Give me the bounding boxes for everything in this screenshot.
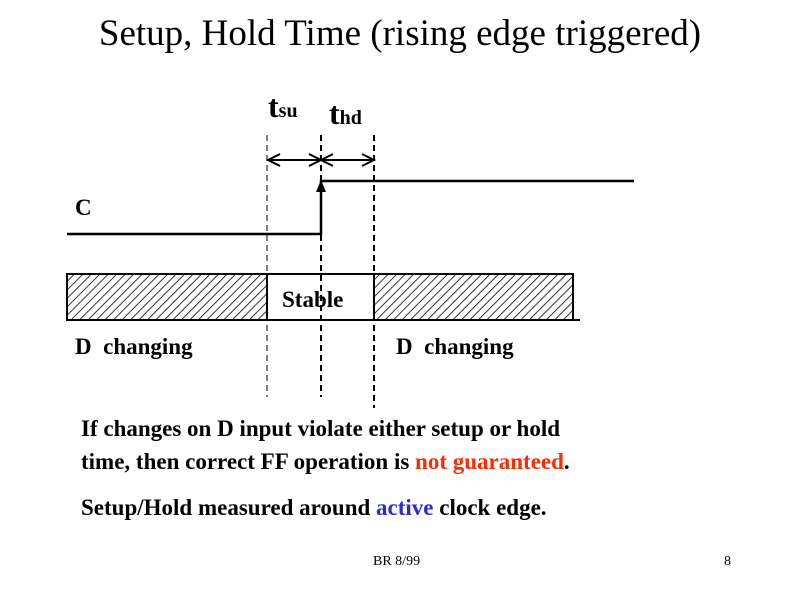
body-line-1: If changes on D input violate either set… [81,416,561,441]
d-changing-right-label: D changing [396,334,514,359]
body-line-2: time, then correct FF operation is not g… [81,449,570,474]
not-guaranteed-highlight: not guaranteed [415,449,564,474]
d-changing-left-label: D changing [75,334,193,359]
timing-guides [266,135,375,408]
thd-label: thd [329,95,362,131]
d-changing-hatch-left [66,273,268,321]
clock-waveform [67,179,634,236]
slide-title: Setup, Hold Time (rising edge triggered) [98,13,702,54]
active-highlight: active [376,495,434,520]
rising-edge-arrow-icon [316,180,326,192]
interval-arrows [265,153,377,167]
stable-label: Stable [282,287,344,312]
tsu-label: tsu [268,88,298,124]
body-line-3: Setup/Hold measured around active clock … [81,495,547,520]
page-number: 8 [724,554,731,569]
clock-label: C [75,195,92,220]
footer-text: BR 8/99 [373,554,421,569]
d-changing-hatch-right [373,273,574,321]
